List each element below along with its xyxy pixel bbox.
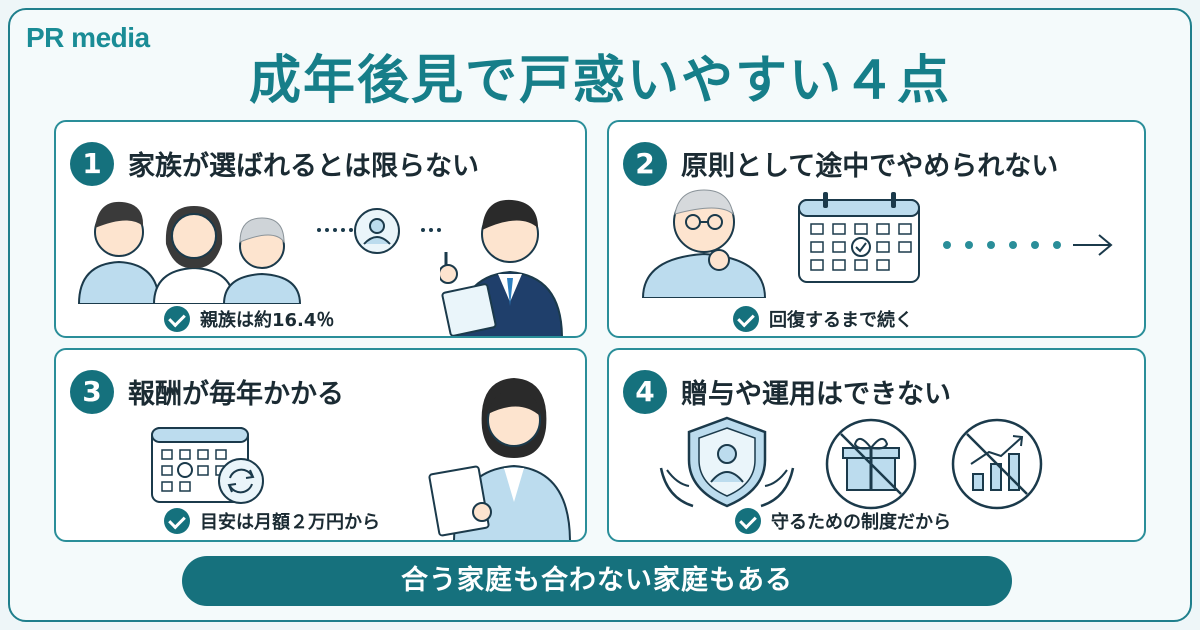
logo: PR media xyxy=(26,22,150,53)
family-illustration xyxy=(77,201,441,304)
summary-banner: 合う家庭も合わない家庭もある xyxy=(182,556,1012,606)
card-title: 贈与や運用はできない xyxy=(681,379,951,410)
no-gift-icon xyxy=(825,418,917,510)
check-icon xyxy=(164,508,190,534)
woman-with-document-illustration xyxy=(428,378,571,540)
card-note: 目安は月額２万円から xyxy=(164,508,380,534)
card-number: 4 xyxy=(623,370,667,414)
person-circle-icon xyxy=(354,208,400,254)
card-number: 1 xyxy=(70,142,114,186)
card-note-text: 親族は約16.4％ xyxy=(200,310,335,331)
calendar-icon xyxy=(798,192,920,283)
card-title: 原則として途中でやめられない xyxy=(681,151,1059,182)
card-note: 親族は約16.4％ xyxy=(164,306,334,332)
check-icon xyxy=(735,508,761,534)
card-note-text: 目安は月額２万円から xyxy=(200,512,380,533)
arrow-right-icon xyxy=(943,234,1113,256)
elderly-man-illustration xyxy=(641,189,767,298)
card-annual-fee: 3 報酬が毎年かかる 目安は月額２万円から xyxy=(54,348,587,542)
card-note-text: 回復するまで続く xyxy=(769,310,913,331)
refresh-icon xyxy=(218,458,264,504)
card-cannot-quit: 2 原則として途中でやめられない 回復するまで続く xyxy=(607,120,1146,338)
card-no-gift-or-investment: 4 贈与や運用はできない 守るための制度だから xyxy=(607,348,1146,542)
card-note: 守るための制度だから xyxy=(735,508,951,534)
shield-hands-icon xyxy=(659,416,795,508)
no-investment-icon xyxy=(951,418,1043,510)
card-number: 3 xyxy=(70,370,114,414)
check-icon xyxy=(733,306,759,332)
professional-man-illustration xyxy=(440,199,563,336)
card-title: 家族が選ばれるとは限らない xyxy=(128,151,479,182)
card-note: 回復するまで続く xyxy=(733,306,913,332)
page-title: 成年後見で戸惑いやすい４点 xyxy=(248,51,951,111)
card-family-not-chosen: 1 家族が選ばれるとは限らない xyxy=(54,120,587,338)
card-note-text: 守るための制度だから xyxy=(771,512,951,533)
check-icon xyxy=(164,306,190,332)
card-number: 2 xyxy=(623,142,667,186)
card-title: 報酬が毎年かかる xyxy=(128,379,344,410)
